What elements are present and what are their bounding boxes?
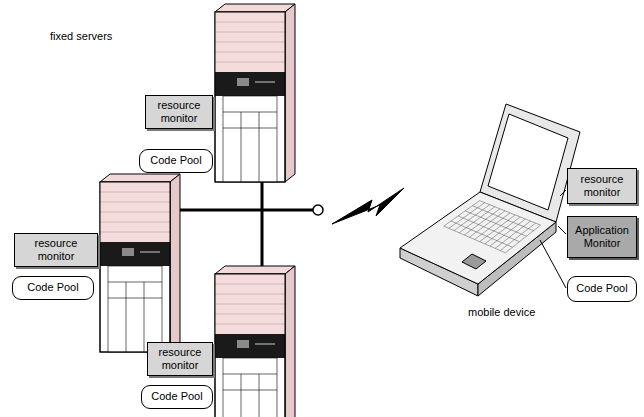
box-text: resource monitor <box>152 346 208 372</box>
keyboard-key <box>449 203 485 229</box>
caption-label: mobile device <box>468 306 535 318</box>
keyboard-key <box>485 217 520 244</box>
resource-monitor-box: resource monitor <box>145 95 213 129</box>
box-text: Code Pool <box>576 282 627 295</box>
resource-monitor-box: resource monitor <box>567 168 637 204</box>
keyboard-key <box>469 211 505 237</box>
box-text: Code Pool <box>150 154 201 167</box>
keyboard-key <box>505 225 540 253</box>
keyboard-key <box>495 221 530 248</box>
keyboard-key <box>459 207 495 233</box>
keyboard-key <box>444 201 480 226</box>
keyboard-key <box>500 223 535 250</box>
resource-monitor-box: resource monitor <box>14 233 98 267</box>
keyboard-key <box>444 226 506 253</box>
code-pool-box: Code Pool <box>141 385 213 409</box>
application-monitor-box: Application Monitor <box>567 216 637 258</box>
box-text: resource monitor <box>150 99 208 125</box>
code-pool-box: Code Pool <box>139 149 213 173</box>
box-text: Code Pool <box>27 281 78 294</box>
box-text: resource monitor <box>19 237 93 263</box>
keyboard-key <box>464 209 500 235</box>
resource-monitor-box: resource monitor <box>147 342 213 376</box>
keyboard-key <box>480 215 515 242</box>
keyboard-key <box>454 205 490 231</box>
box-text: Application Monitor <box>572 224 632 250</box>
box-text: resource monitor <box>572 173 632 199</box>
caption-label: fixed servers <box>50 30 112 42</box>
code-pool-box: Code Pool <box>567 276 637 302</box>
keyboard-key <box>475 213 511 240</box>
keyboard-key <box>490 219 525 246</box>
code-pool-box: Code Pool <box>12 276 94 300</box>
box-text: Code Pool <box>151 390 202 403</box>
